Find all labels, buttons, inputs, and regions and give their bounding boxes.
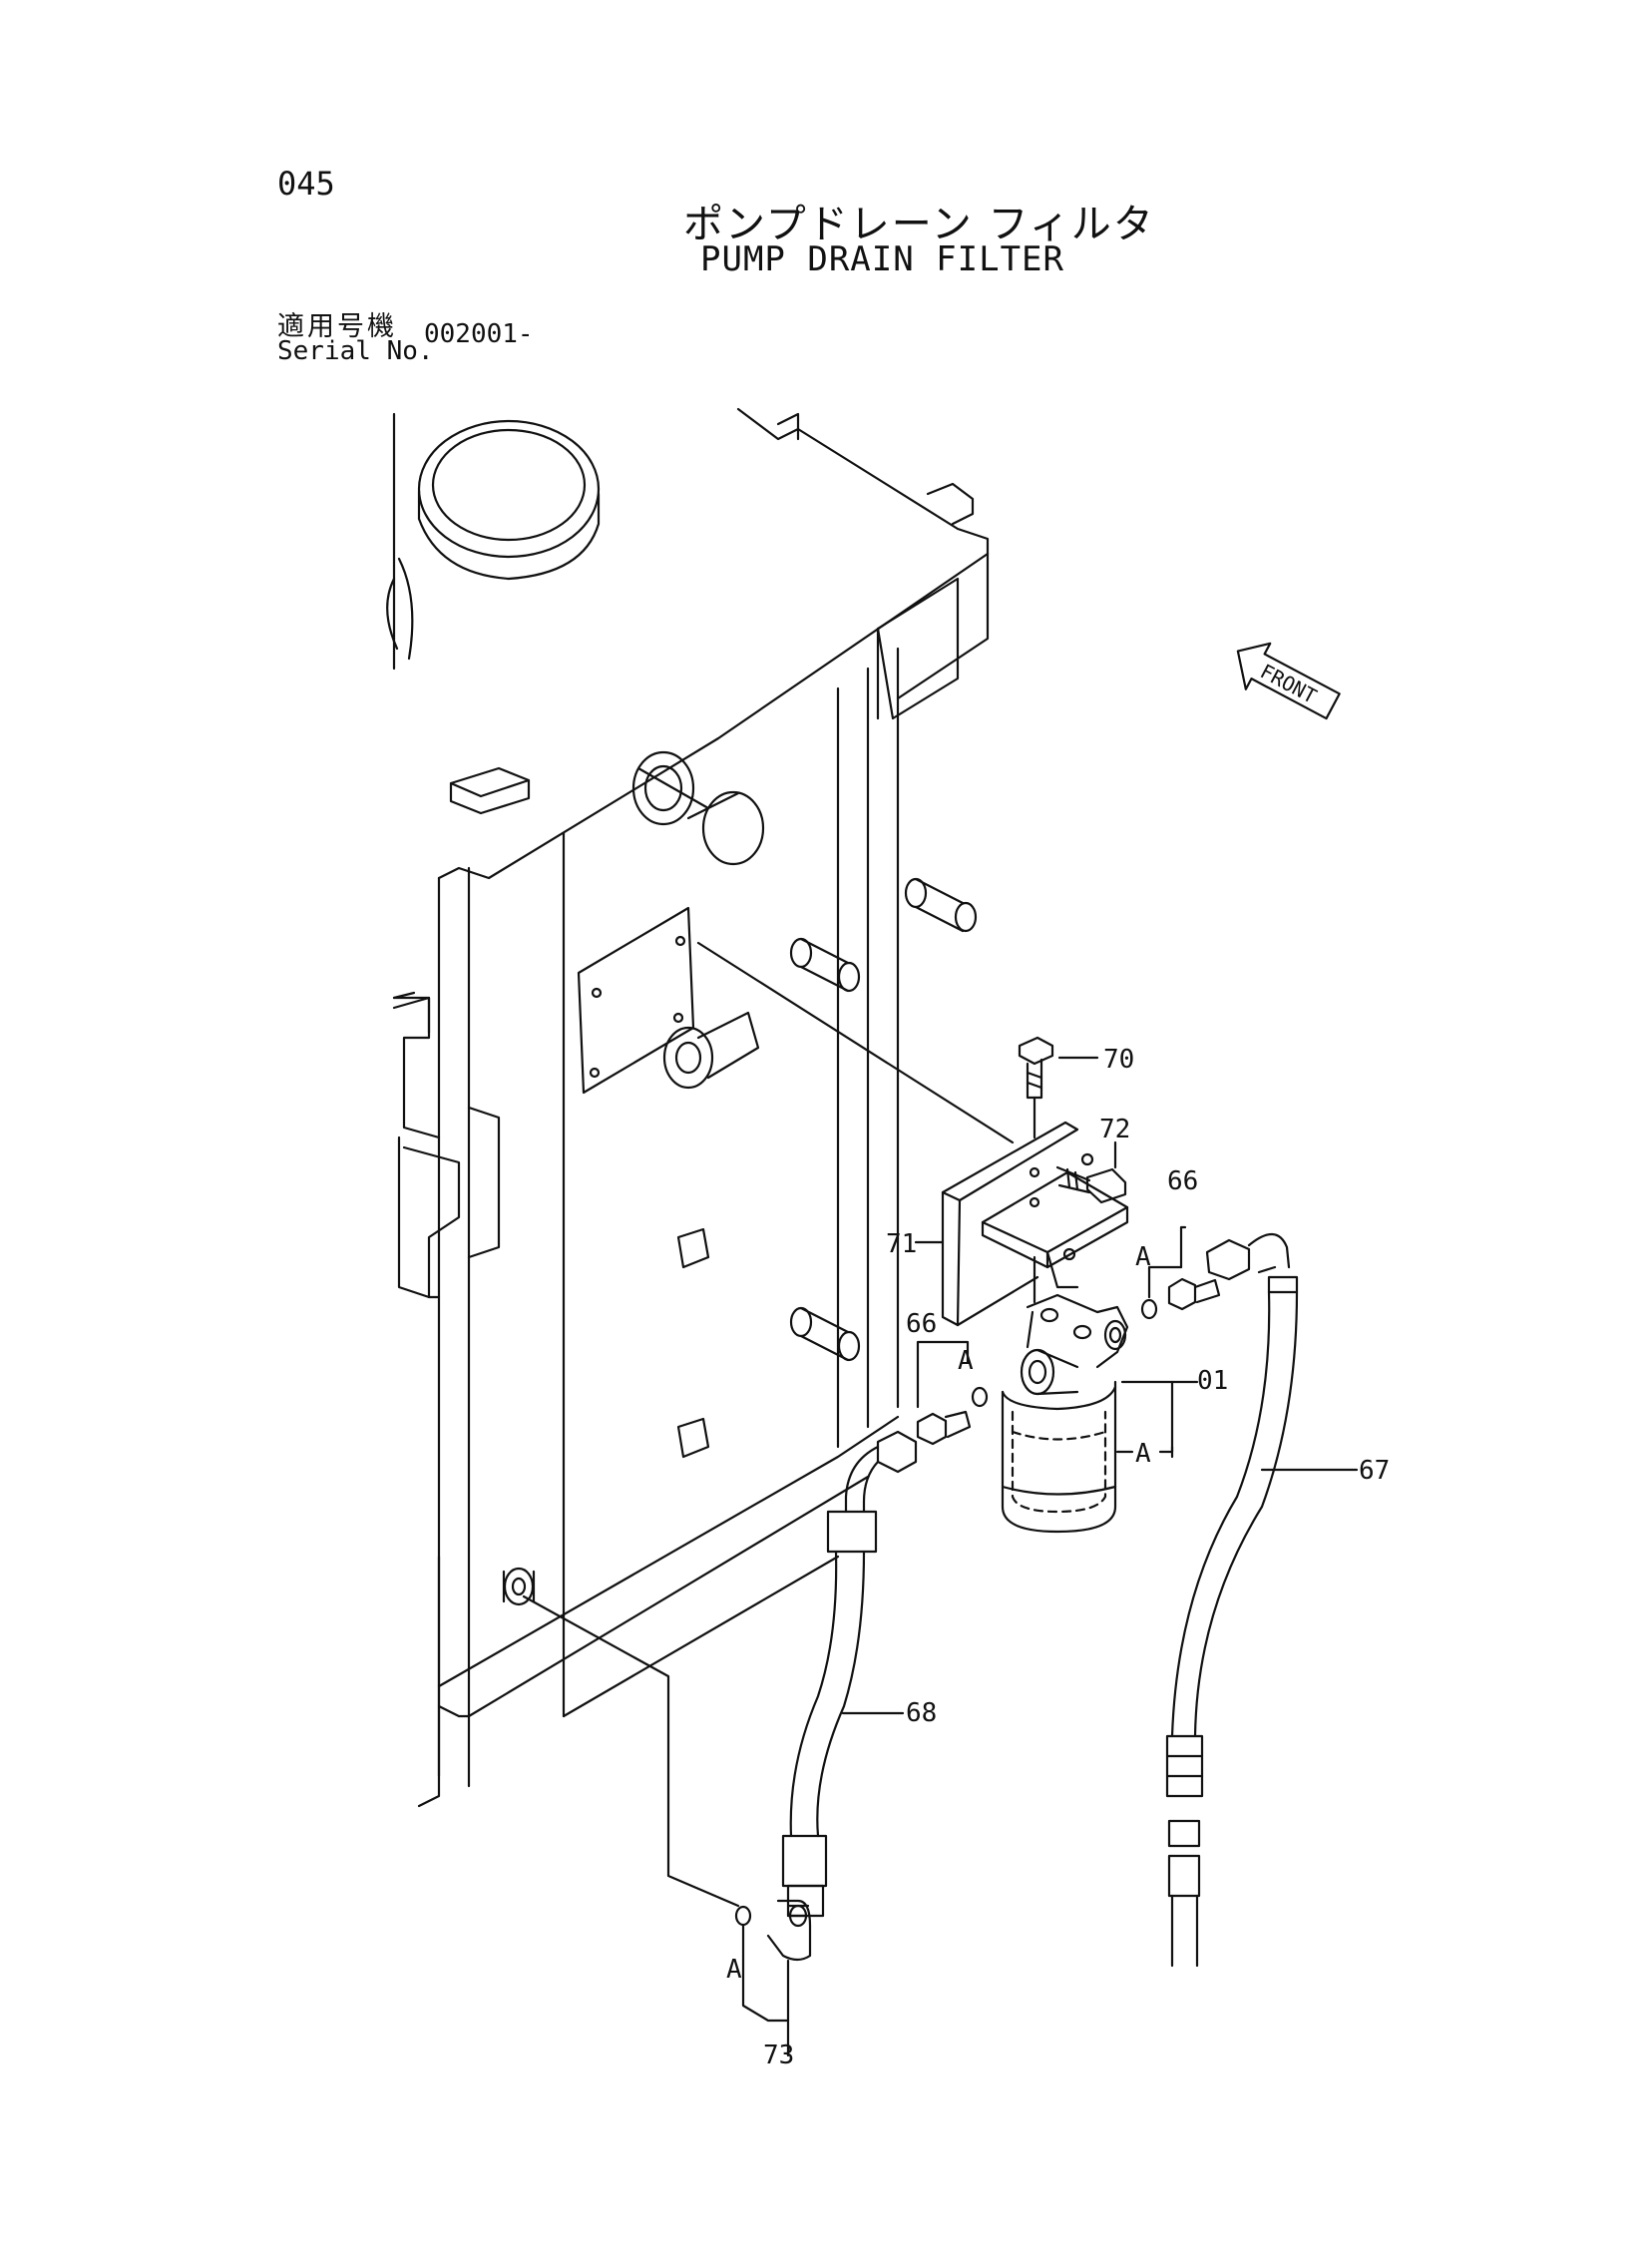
elbow-73: [734, 1899, 812, 2057]
callout-67: 67: [1359, 1456, 1390, 1486]
page-title-japanese: ポンプドレーン フィルタ: [683, 202, 1155, 247]
callout-a-filter: A: [1135, 1439, 1151, 1469]
bracket-71: [914, 1121, 1129, 1327]
callout-73: 73: [763, 2040, 794, 2070]
callout-66-left: 66: [906, 1309, 937, 1339]
hose-68: [781, 1430, 918, 1918]
callout-01: 01: [1197, 1366, 1228, 1396]
page-number: 045: [277, 165, 335, 203]
hydraulic-tank: [386, 407, 990, 1808]
serial-number-value: 002001-: [424, 319, 534, 349]
callout-a-right: A: [1135, 1242, 1151, 1272]
bolt-72: [1055, 1140, 1127, 1204]
callout-a-bottom: A: [726, 1955, 742, 1985]
callout-70: 70: [1103, 1045, 1134, 1075]
callout-71: 71: [886, 1229, 917, 1259]
filter-assembly-01: [1001, 1255, 1199, 1534]
callout-66-right: 66: [1167, 1166, 1198, 1196]
page-title: PUMP DRAIN FILTER: [700, 239, 1064, 279]
serial-label-japanese: 適用号機: [277, 311, 397, 342]
front-direction-arrow: FRONT: [1236, 642, 1341, 720]
callout-a-left: A: [958, 1346, 974, 1376]
adapter-66-left: [916, 1340, 989, 1446]
callout-68: 68: [906, 1698, 937, 1728]
serial-label: Serial No.: [277, 336, 434, 366]
leader-line: [522, 1594, 740, 1908]
leader-line: [696, 941, 1015, 1144]
adapter-66-right: [1140, 1225, 1221, 1320]
hose-67: [1165, 1232, 1359, 1968]
callout-72: 72: [1099, 1115, 1130, 1144]
bolt-70: [1018, 1036, 1099, 1139]
